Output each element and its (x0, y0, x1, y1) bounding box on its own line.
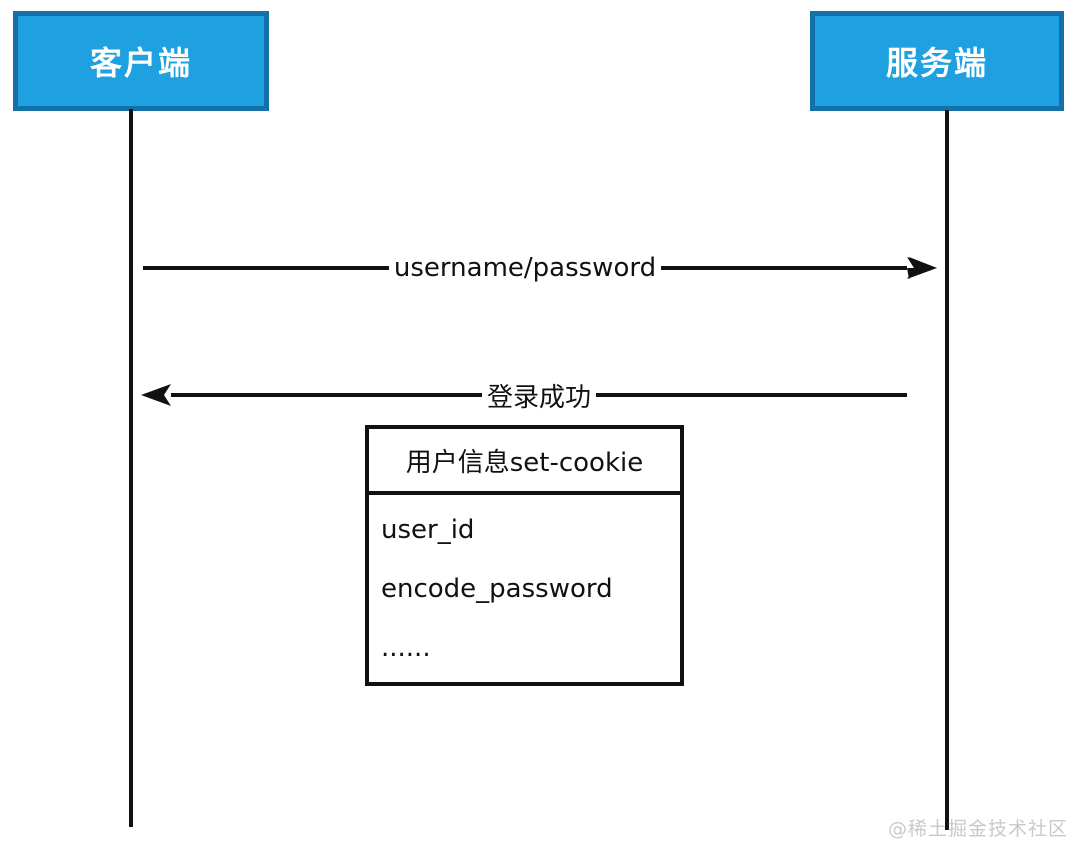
actor-server-label: 服务端 (885, 44, 988, 82)
cookie-field-encode-password: encode_password (381, 574, 613, 604)
message-line-segment (143, 266, 389, 270)
cookie-box-body: user_id encode_password ...... (369, 495, 680, 678)
message-login-success: 登录成功 (141, 373, 908, 417)
cookie-field-user-id: user_id (381, 515, 475, 545)
arrowhead-right-icon (907, 257, 937, 279)
cookie-box-title: 用户信息set-cookie (369, 429, 680, 495)
cookie-field-ellipsis: ...... (381, 633, 431, 663)
message-line-segment (596, 393, 908, 397)
message-line-segment (661, 266, 907, 270)
server-lifeline (945, 110, 949, 830)
watermark-text: @稀土掘金技术社区 (887, 818, 1068, 840)
cookie-info-box: 用户信息set-cookie user_id encode_password .… (365, 425, 684, 686)
client-lifeline (129, 109, 133, 827)
message-label: 登录成功 (487, 382, 592, 413)
message-label: username/password (393, 253, 657, 283)
message-username-password: username/password (143, 246, 937, 290)
actor-client-label: 客户端 (89, 44, 192, 82)
actor-server-box: 服务端 (810, 11, 1064, 111)
actor-client-box: 客户端 (13, 11, 269, 111)
arrowhead-left-icon (141, 384, 171, 406)
message-line-segment (171, 393, 482, 397)
